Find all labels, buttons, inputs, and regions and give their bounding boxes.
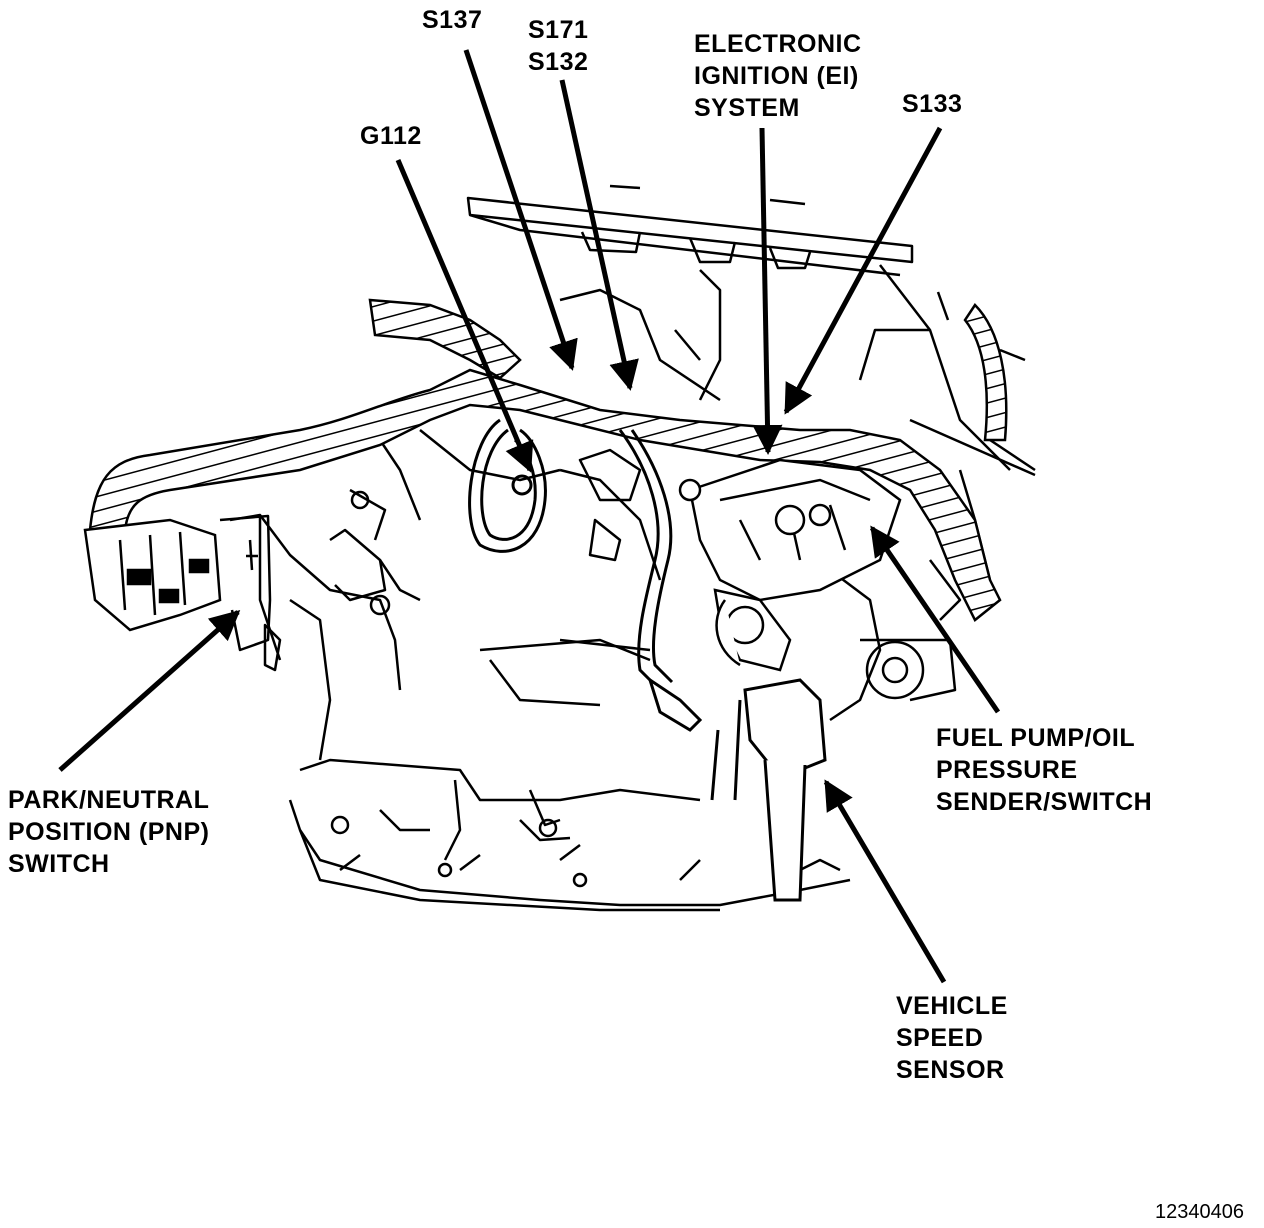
label-s137: S137 [422,6,483,34]
sensor-cable [618,429,703,732]
label-s171-s132: S171 S132 [528,16,589,76]
label-vehicle-speed-sensor: VEHICLE SPEED SENSOR [896,992,1008,1084]
label-fuel-pump-oil-pressure: FUEL PUMP/OIL PRESSURE SENDER/SWITCH [936,724,1153,816]
ignition-module [678,458,902,672]
label-g112: G112 [360,122,422,150]
arrow-ei [752,127,783,455]
speed-sensor [710,678,827,902]
arrow-g112 [395,159,534,473]
label-s133: S133 [902,90,963,118]
arrow-vss [823,779,947,984]
harness-connector [83,518,222,632]
arrow-fuel [869,525,1001,714]
figure-number: 12340406 [1155,1201,1244,1223]
arrow-s137 [463,49,578,371]
leader-arrows [58,49,1001,984]
label-electronic-ignition-system: ELECTRONIC IGNITION (EI) SYSTEM [694,30,862,122]
engine-block [219,184,1036,912]
label-pnp-switch: PARK/NEUTRAL POSITION (PNP) SWITCH [8,786,210,878]
ground-loop [468,418,547,553]
arrow-s133 [783,126,943,415]
arrow-s171-s132 [559,79,639,391]
arrow-pnp [58,610,241,772]
